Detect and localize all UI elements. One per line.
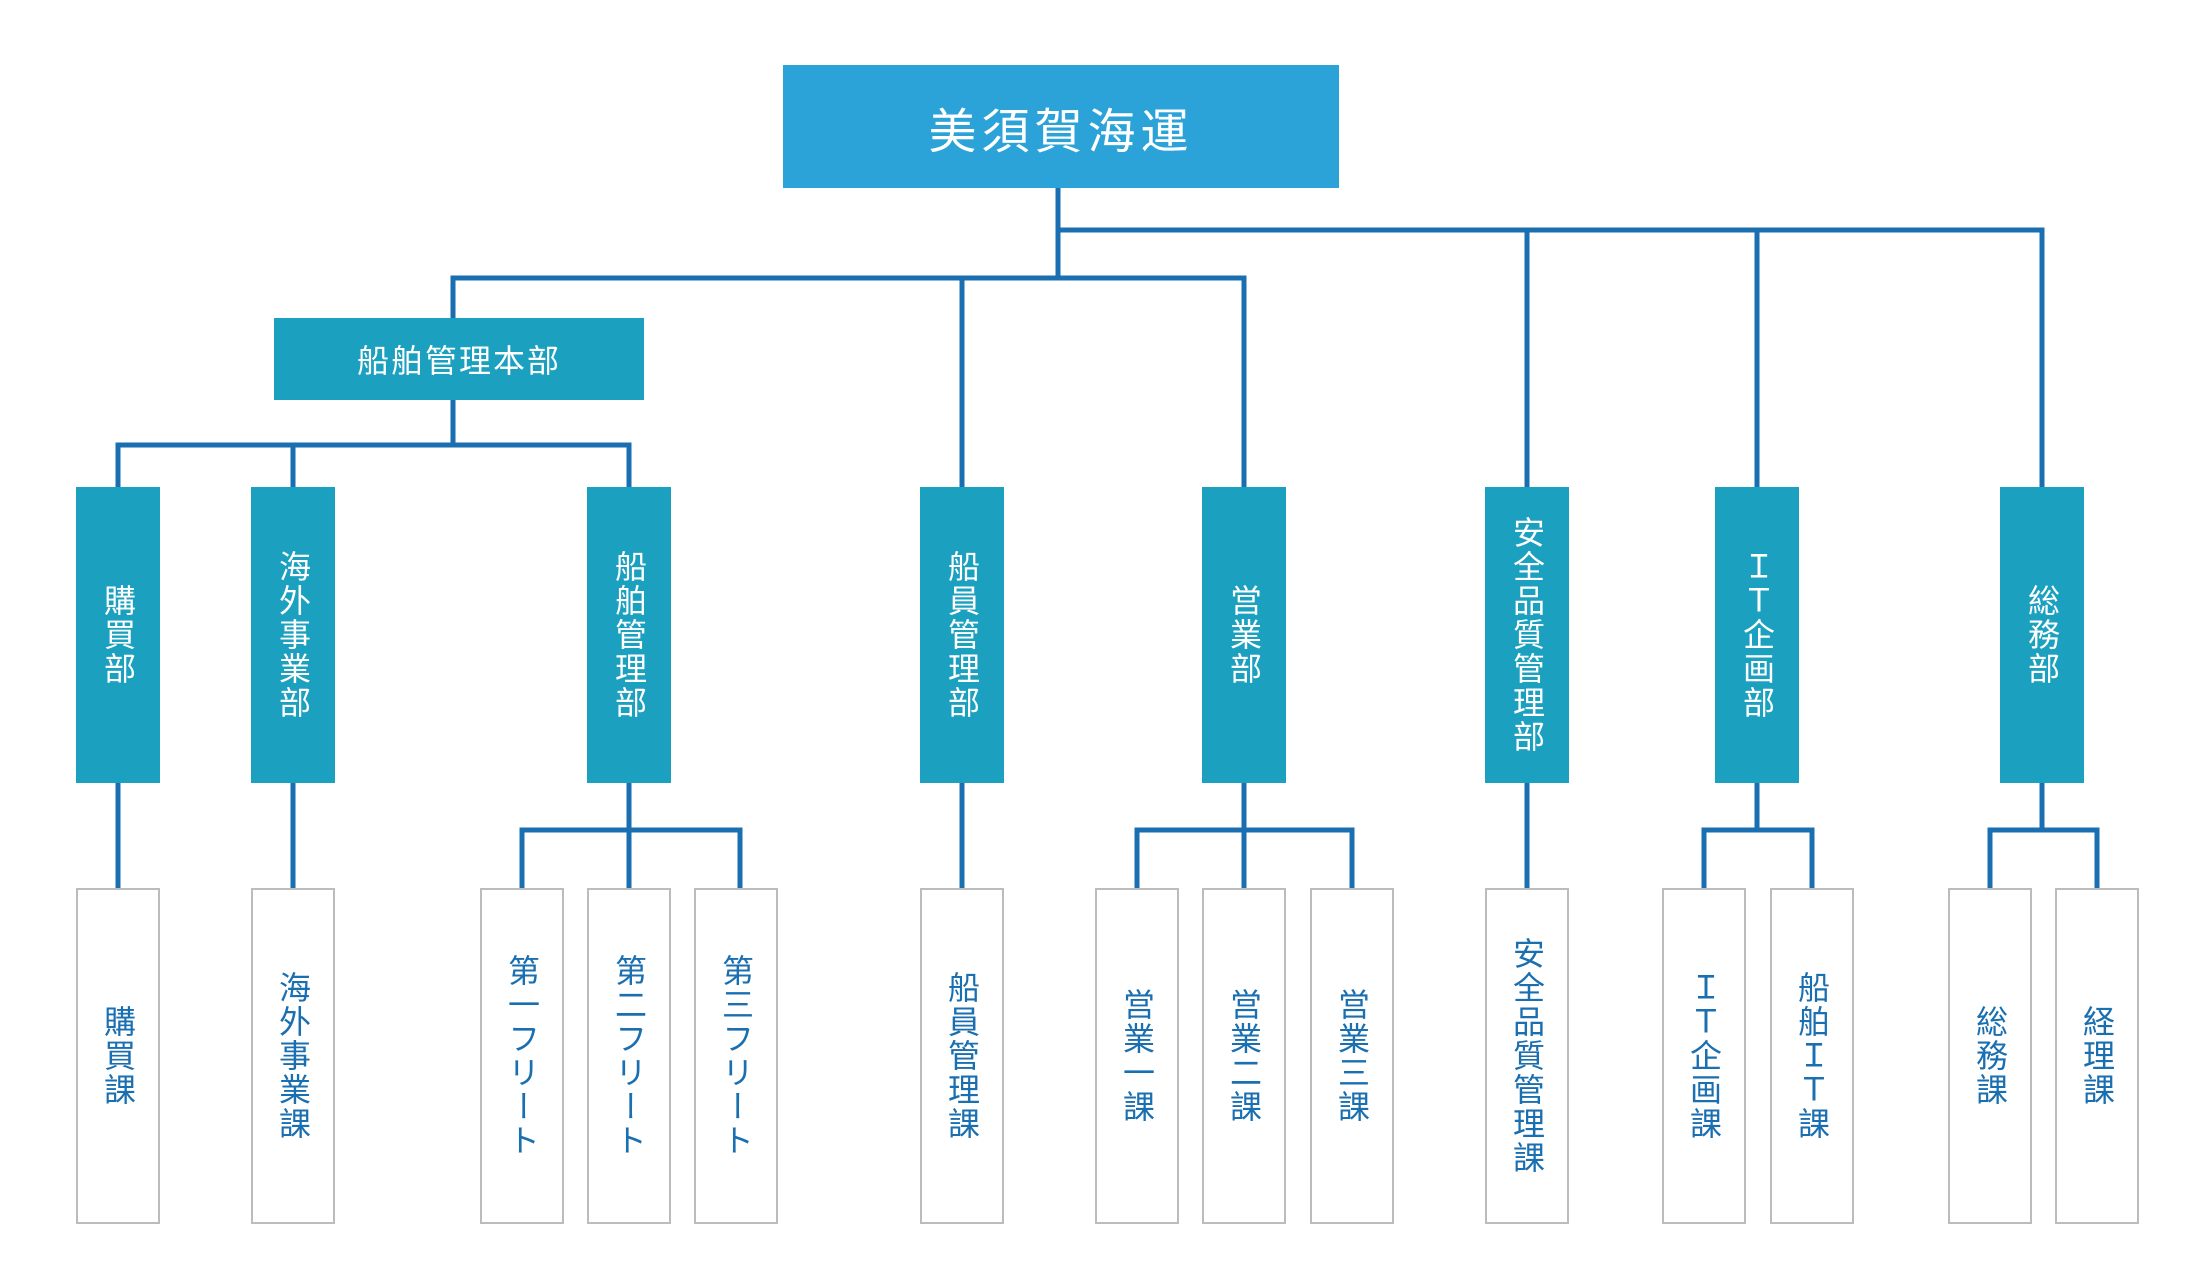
section-purchasing: 購買課	[76, 888, 160, 1224]
section-label: 購買課	[99, 1005, 137, 1107]
dept-ship-management: 船舶管理部	[587, 487, 671, 783]
section-label: 営業二課	[1225, 988, 1263, 1124]
section-label: ＩＴ企画課	[1685, 971, 1723, 1141]
dept-sales: 営業部	[1202, 487, 1286, 783]
dept-label: 安全品質管理部	[1508, 516, 1546, 754]
section-fleet-1: 第一フリート	[480, 888, 564, 1224]
section-sales-3: 営業三課	[1310, 888, 1394, 1224]
connector-ship-mgmt-bus	[519, 780, 743, 891]
section-sales-2: 営業二課	[1202, 888, 1286, 1224]
dept-label: 総務部	[2023, 584, 2061, 686]
dept-it-planning: ＩＴ企画部	[1715, 487, 1799, 783]
hq-node: 船舶管理本部	[274, 318, 644, 400]
section-sales-1: 営業一課	[1095, 888, 1179, 1224]
section-general-affairs: 総務課	[1948, 888, 2032, 1224]
section-safety-quality: 安全品質管理課	[1485, 888, 1569, 1224]
dept-safety-quality: 安全品質管理部	[1485, 487, 1569, 783]
section-crew-management: 船員管理課	[920, 888, 1004, 1224]
section-label: 営業一課	[1118, 988, 1156, 1124]
section-label: 海外事業課	[274, 971, 312, 1141]
root-node: 美須賀海運	[783, 65, 1339, 188]
section-overseas: 海外事業課	[251, 888, 335, 1224]
section-label: 第三フリート	[717, 954, 755, 1158]
dept-label: 船員管理部	[943, 550, 981, 720]
connector-it-bus	[1701, 780, 1815, 891]
dept-general-affairs: 総務部	[2000, 487, 2084, 783]
section-label: 船員管理課	[943, 971, 981, 1141]
connector-sales-bus	[1134, 780, 1355, 891]
section-label: 第一フリート	[503, 954, 541, 1158]
section-fleet-2: 第二フリート	[587, 888, 671, 1224]
section-fleet-3: 第三フリート	[694, 888, 778, 1224]
connector-general-bus	[1987, 780, 2100, 891]
section-ship-it: 船舶ＩＴ課	[1770, 888, 1854, 1224]
section-label: 経理課	[2078, 1005, 2116, 1107]
dept-label: 営業部	[1225, 584, 1263, 686]
section-label: 第二フリート	[610, 954, 648, 1158]
root-label: 美須賀海運	[928, 103, 1194, 160]
dept-label: 船舶管理部	[610, 550, 648, 720]
dept-overseas: 海外事業部	[251, 487, 335, 783]
dept-crew-management: 船員管理部	[920, 487, 1004, 783]
dept-label: 海外事業部	[274, 550, 312, 720]
section-label: 船舶ＩＴ課	[1793, 971, 1831, 1141]
section-label: 営業三課	[1333, 988, 1371, 1124]
section-it-planning: ＩＴ企画課	[1662, 888, 1746, 1224]
hq-label: 船舶管理本部	[356, 342, 561, 380]
dept-purchasing: 購買部	[76, 487, 160, 783]
section-accounting: 経理課	[2055, 888, 2139, 1224]
section-label: 総務課	[1971, 1005, 2009, 1107]
dept-label: ＩＴ企画部	[1738, 550, 1776, 720]
section-label: 安全品質管理課	[1508, 937, 1546, 1175]
dept-label: 購買部	[99, 584, 137, 686]
